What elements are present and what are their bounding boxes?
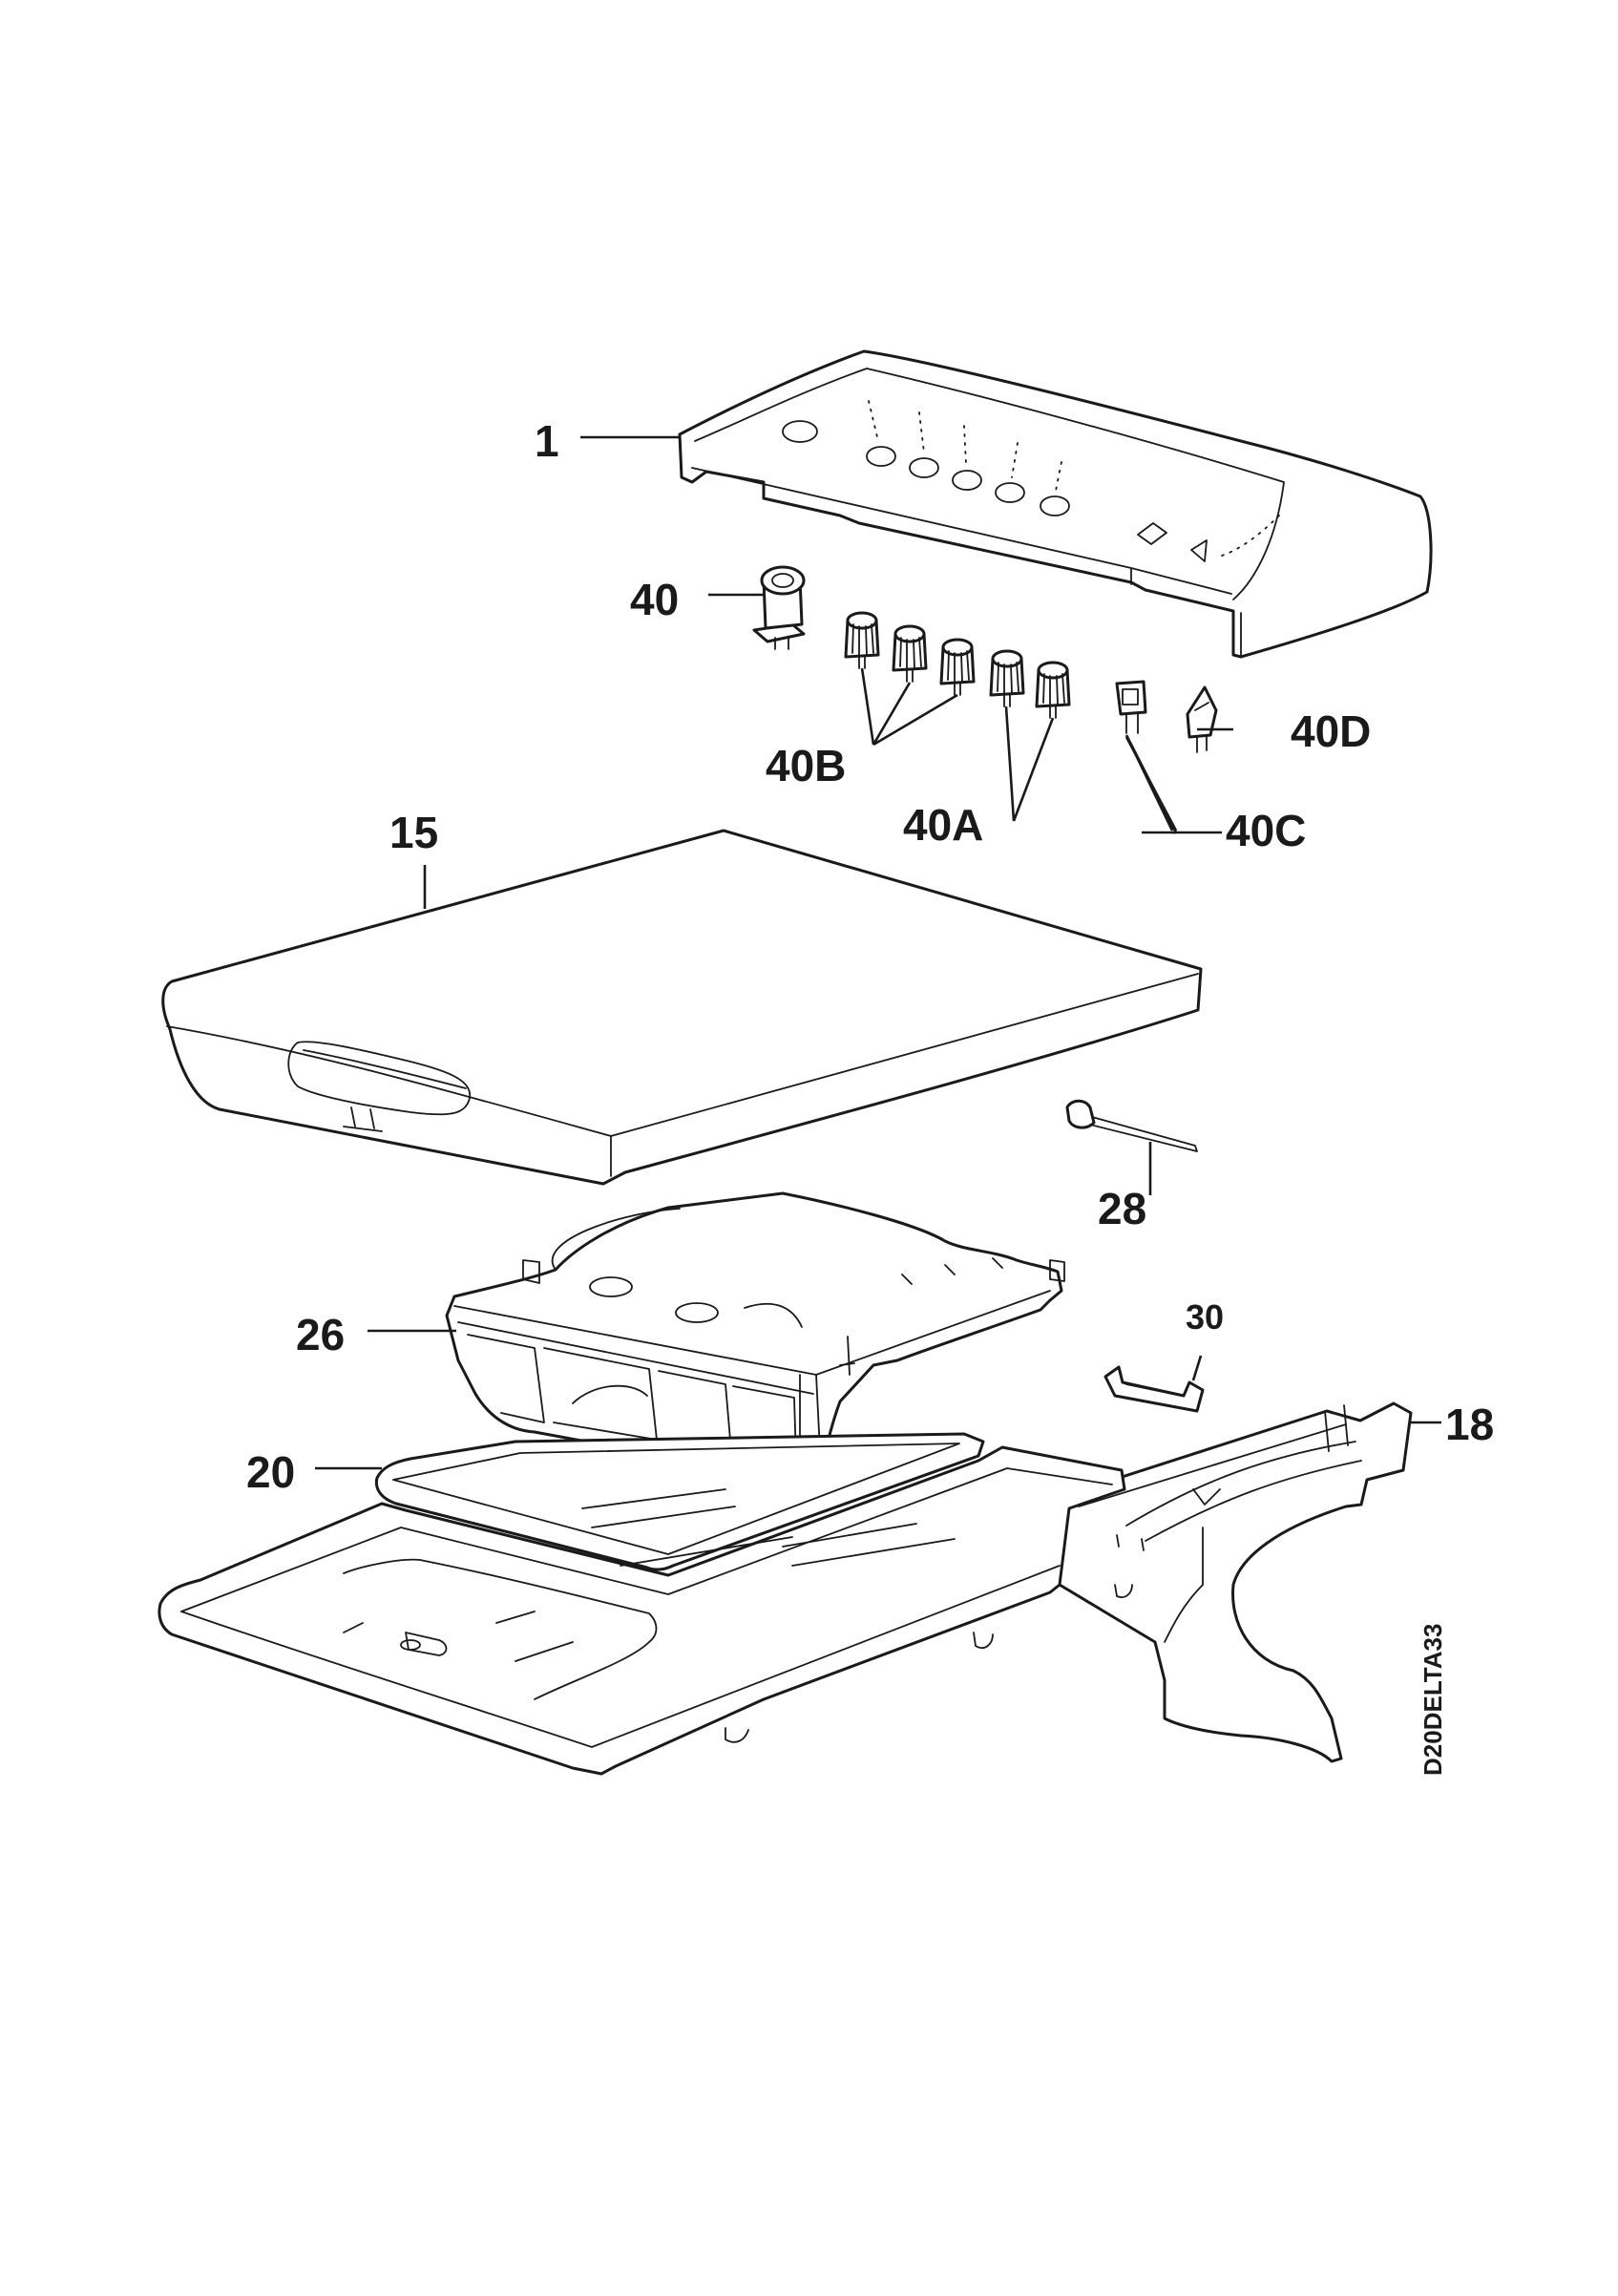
- callout-20: 20: [246, 1447, 295, 1497]
- button-part-40C: [1115, 680, 1147, 734]
- frame-part-18: [1058, 1401, 1413, 1763]
- top-cover-part: [158, 1445, 1133, 1776]
- callout-40B: 40B: [766, 741, 846, 790]
- lid-part-15: [161, 829, 1203, 1186]
- callout-18: 18: [1445, 1400, 1494, 1449]
- drawing-code: D20DELTA33: [1418, 1624, 1447, 1776]
- leader-lines: [315, 435, 1441, 1470]
- clip-part-30: [1103, 1365, 1205, 1413]
- callout-28: 28: [1098, 1184, 1146, 1233]
- callout-26: 26: [296, 1310, 345, 1359]
- callout-30: 30: [1186, 1297, 1224, 1337]
- pin-part-28: [1065, 1099, 1198, 1152]
- knobs-40A: [989, 649, 1071, 719]
- callout-15: 15: [389, 808, 438, 857]
- button-part-40D: [1186, 685, 1218, 753]
- callout-1: 1: [535, 416, 559, 466]
- callout-40A: 40A: [903, 800, 983, 850]
- seal-part-20: [374, 1432, 985, 1571]
- callout-40C: 40C: [1226, 806, 1306, 855]
- callout-40: 40: [630, 575, 679, 624]
- dispenser-part-26: [445, 1191, 1065, 1480]
- callout-40D: 40D: [1291, 706, 1371, 756]
- switch-part-40: [752, 565, 806, 650]
- knobs-40B: [844, 611, 976, 696]
- control-panel-part: [678, 349, 1433, 659]
